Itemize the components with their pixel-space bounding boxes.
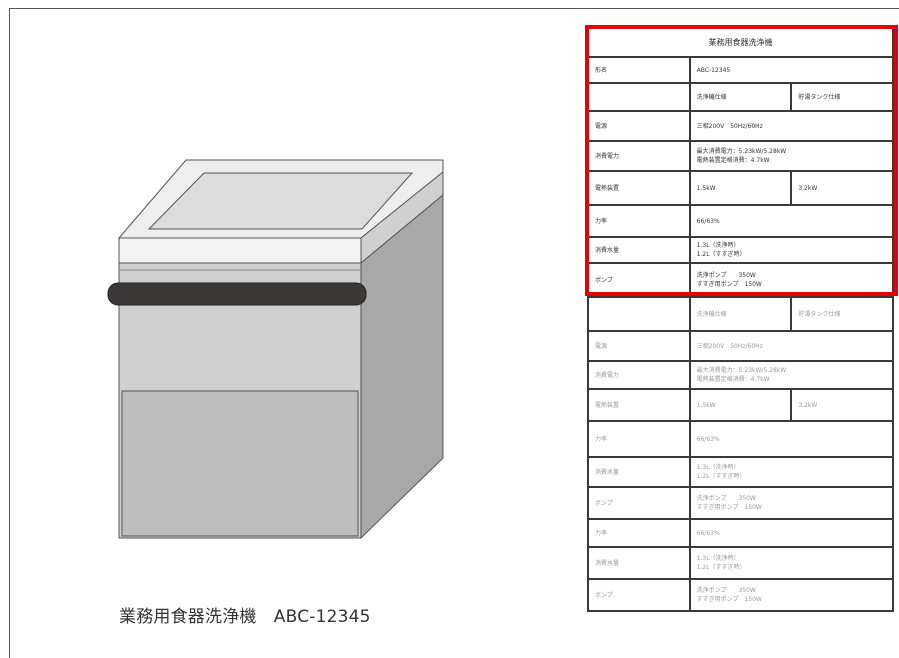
- table-row: 消費電力最大消費電力：5.23kW/5.28kW 電熱装置定格消費：4.7kW: [587, 140, 895, 172]
- row-value: 洗浄ポンプ 350W すすぎ用ポンプ 150W: [688, 486, 895, 520]
- row-label: 力率: [587, 518, 691, 548]
- table-row: 消費電力最大消費電力：5.23kW/5.28kW 電熱装置定格消費：4.7kW: [587, 360, 895, 390]
- row-value: 最大消費電力：5.23kW/5.28kW 電熱装置定格消費：4.7kW: [688, 360, 895, 390]
- row-value: 洗浄機仕様: [688, 296, 793, 332]
- table-title: 業務用食器洗浄機: [587, 27, 894, 58]
- row-label: 電源: [587, 110, 691, 142]
- table-row: 電源三相200V 50Hz/60Hz: [587, 110, 895, 142]
- row-extra-value: 貯湯タンク仕様: [790, 296, 894, 332]
- dishwasher-lower-panel: [121, 390, 359, 537]
- row-value: 1.3L（洗浄時） 1.2L（すすぎ時）: [688, 456, 895, 488]
- dishwasher-lid-panel: [147, 172, 414, 230]
- row-label: 消費水量: [587, 456, 691, 488]
- spec-table: 業務用食器洗浄機 形名 ABC-12345 洗浄機仕様貯湯タンク仕様電源三相20…: [587, 27, 895, 612]
- row-label: ポンプ: [587, 262, 691, 298]
- row-value: 66/63%: [688, 420, 895, 458]
- row-label: ポンプ: [587, 578, 691, 612]
- row-label: 消費水量: [587, 236, 691, 264]
- dishwasher-handle-bar: [107, 282, 367, 306]
- row-label: 電源: [587, 330, 691, 362]
- dishwasher-illustration: [107, 159, 444, 540]
- row-label: [587, 82, 691, 112]
- table-row: 電源三相200V 50Hz/60Hz: [587, 330, 895, 362]
- row-label: 力率: [587, 420, 691, 458]
- row-label: ポンプ: [587, 486, 691, 520]
- row-label: 電熱装置: [587, 170, 691, 206]
- row-label: 消費電力: [587, 360, 691, 390]
- row-label: 電熱装置: [587, 388, 691, 422]
- table-row-model: 形名 ABC-12345: [587, 56, 895, 84]
- row-value: 1.3L（洗浄時） 1.2L（すすぎ時）: [688, 546, 895, 580]
- row-value: 三相200V 50Hz/60Hz: [688, 110, 895, 142]
- row-value: 66/63%: [688, 518, 895, 548]
- row-value: 1.5kW: [688, 170, 793, 206]
- row-label: 消費水量: [587, 546, 691, 580]
- row-extra-value: 貯湯タンク仕様: [790, 82, 894, 112]
- table-row: 洗浄機仕様貯湯タンク仕様: [587, 296, 894, 332]
- row-value: 1.5kW: [688, 388, 793, 422]
- product-caption: 業務用食器洗浄機 ABC-12345: [119, 607, 371, 627]
- page-frame: [9, 8, 899, 658]
- table-row: 洗浄機仕様貯湯タンク仕様: [587, 82, 894, 112]
- row-value: 最大消費電力：5.23kW/5.28kW 電熱装置定格消費：4.7kW: [688, 140, 895, 172]
- row-extra-value: 3.2kW: [790, 388, 894, 422]
- table-row: ポンプ洗浄ポンプ 350W すすぎ用ポンプ 150W: [587, 486, 895, 520]
- row-value: 66/63%: [688, 204, 895, 238]
- table-row: ポンプ洗浄ポンプ 350W すすぎ用ポンプ 150W: [587, 578, 895, 612]
- row-value: 三相200V 50Hz/60Hz: [688, 330, 895, 362]
- row-extra-value: 3.2kW: [790, 170, 894, 206]
- dishwasher-lid-front: [118, 237, 362, 264]
- model-label: 形名: [587, 56, 691, 84]
- row-label: [587, 296, 691, 332]
- row-label: 力率: [587, 204, 691, 238]
- model-value: ABC-12345: [688, 56, 895, 84]
- row-label: 消費電力: [587, 140, 691, 172]
- row-value: 洗浄機仕様: [688, 82, 793, 112]
- row-value: 洗浄ポンプ 350W すすぎ用ポンプ 150W: [688, 578, 895, 612]
- table-row: ポンプ洗浄ポンプ 350W すすぎ用ポンプ 150W: [587, 262, 895, 298]
- table-title-row: 業務用食器洗浄機: [587, 27, 894, 58]
- row-value: 洗浄ポンプ 350W すすぎ用ポンプ 150W: [688, 262, 895, 298]
- row-value: 1.3L（洗浄時） 1.2L（すすぎ時）: [688, 236, 895, 264]
